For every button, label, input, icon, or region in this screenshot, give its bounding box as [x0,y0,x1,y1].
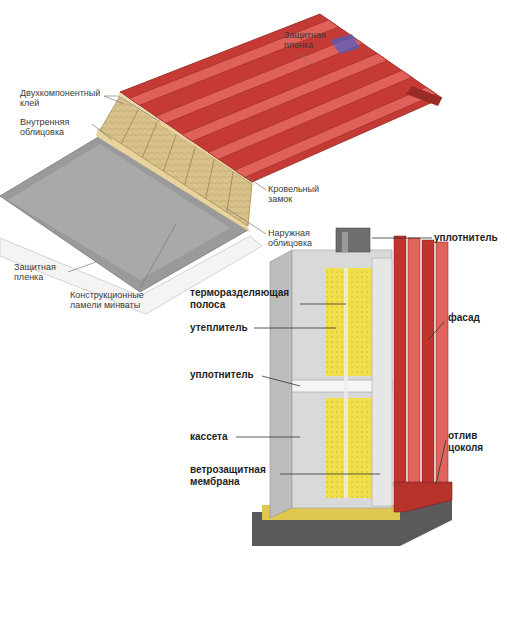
part-label: Внутренняя облицовка [20,117,92,138]
part-label: кассета [190,431,228,443]
facade-profile [394,236,406,486]
leader-lines [236,238,446,484]
corrugation-rib [235,87,436,177]
top-profile [336,228,370,252]
insulation [326,268,372,376]
leader-line [226,208,266,234]
leader-line [280,474,380,475]
leader-line [140,224,176,288]
lamella-joint [163,134,176,171]
facade-profile [422,240,434,486]
cassette [292,250,392,508]
leader-line [254,328,336,329]
part-label: Кровельный замок [268,184,330,205]
facade-profiles [394,236,448,486]
roof-lock [406,86,442,106]
part-label: Наружная облицовка [268,228,330,249]
part-label: утеплитель [190,322,248,334]
leader-line [428,322,444,340]
leader-line [300,304,346,305]
facade-profile [408,238,420,486]
protective-film-top [330,34,360,54]
lamella-joint [206,159,215,199]
part-label: Защитная пленка [14,262,66,283]
part-label: Конструкционные ламели минваты [70,290,160,311]
leader-line [246,176,266,190]
wind-membrane [372,258,392,506]
lamella-joint [227,171,233,212]
lamella-joint [121,109,139,144]
part-label: фасад [448,312,480,324]
leader-line [372,238,432,239]
part-label: уплотнитель [434,232,498,244]
thermal-strip [344,268,348,498]
facade-profile [436,242,448,486]
lamella-joint [185,146,196,185]
part-label: Защитная пленка [284,30,336,51]
leader-line [300,54,312,64]
part-label: ветрозащитная мембрана [190,464,280,487]
corrugation-ribs [129,20,436,177]
leader-line [104,96,160,122]
leader-line [262,376,300,386]
insulation [326,398,372,498]
part-label: Двухкомпонентный клей [20,88,108,109]
lamella-joint [142,121,157,157]
leader-line [68,262,96,272]
part-label: отлив цоколя [448,430,502,453]
wall-system [252,228,452,546]
outer-facing [120,14,442,182]
leader-lines [68,54,312,288]
top-profile-flange [342,232,348,252]
part-label: уплотнитель [190,369,254,381]
plinth-flashing [394,482,452,512]
part-label: терморазделяющая полоса [190,287,298,310]
leader-line [236,437,300,438]
leader-line [104,96,124,104]
leader-line [92,124,112,140]
leader-line [436,440,446,484]
